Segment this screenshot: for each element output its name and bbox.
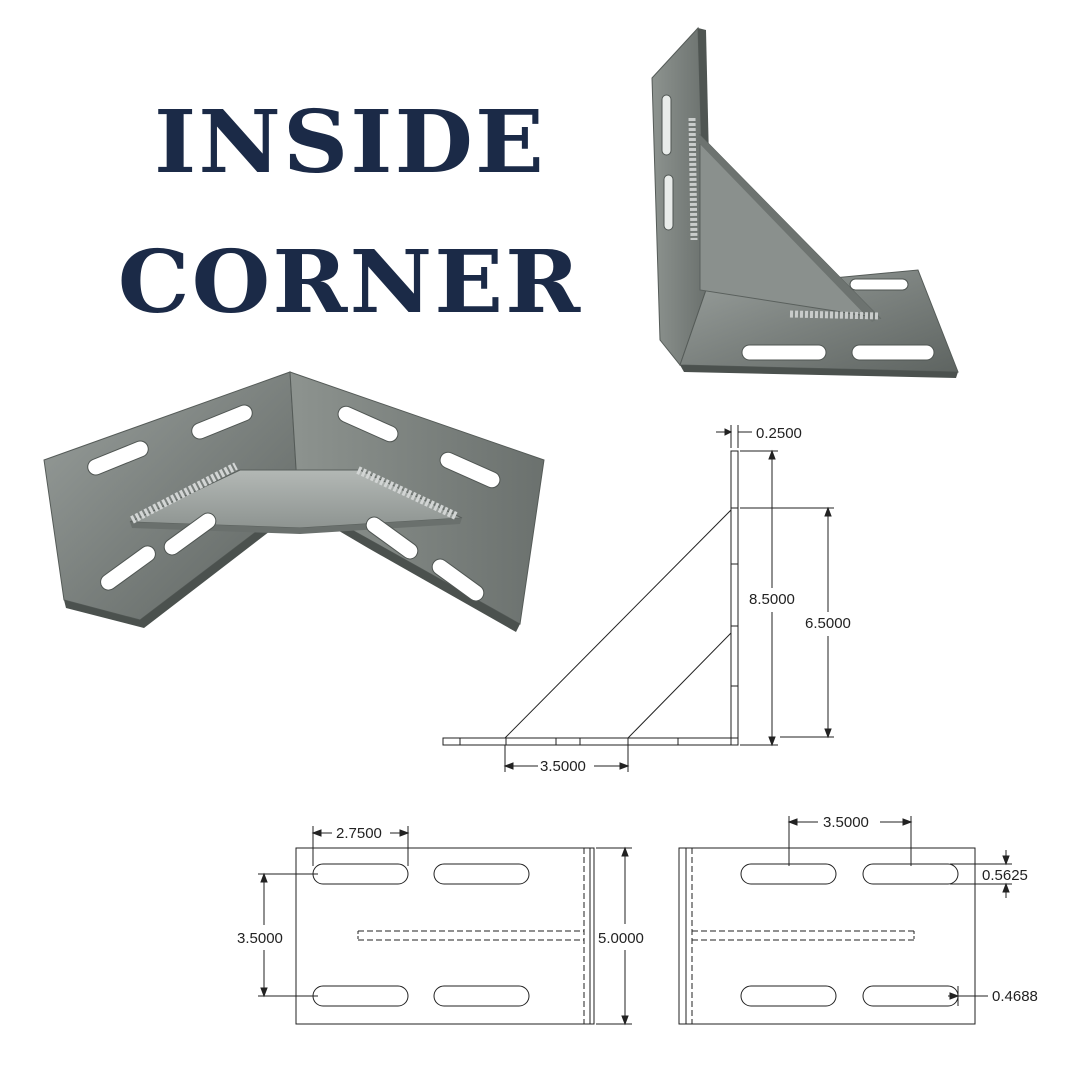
dim-slot-spacing-y-label: 3.5000: [237, 930, 283, 947]
dim-overall-height-label: 8.5000: [749, 591, 795, 608]
title-line-corner: CORNER: [117, 232, 583, 333]
dim-width-label: 5.0000: [598, 930, 644, 947]
title-line-inside: INSIDE: [154, 92, 546, 193]
bracket-photo-upright: [651, 26, 959, 378]
dim-slot-spacing-x-left-label: 2.7500: [336, 825, 382, 842]
dim-gusset-height-label: 6.5000: [805, 615, 851, 632]
dim-slot-radius-label: 0.4688: [992, 988, 1038, 1005]
dim-thickness-label: 0.2500: [756, 425, 802, 442]
bracket-photo-flat: [43, 371, 545, 632]
side-view-drawing: [442, 425, 834, 772]
dim-slot-width-label: 0.5625: [982, 867, 1028, 884]
plate-view-left: [258, 826, 632, 1026]
dim-slot-spacing-x-right-label: 3.5000: [823, 814, 869, 831]
plate-view-right: [678, 816, 1012, 1025]
dim-gusset-base-label: 3.5000: [540, 758, 586, 775]
